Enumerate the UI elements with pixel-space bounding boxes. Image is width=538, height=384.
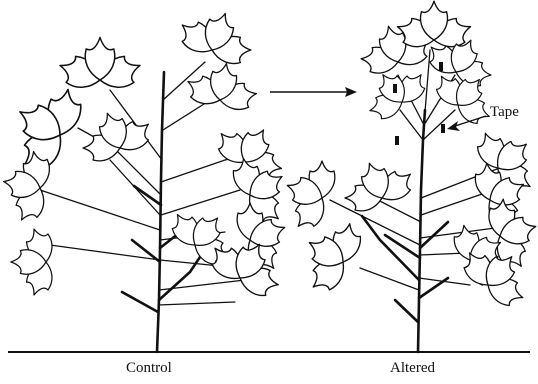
altered-leaves (274, 1, 538, 319)
control-label: Control (126, 360, 172, 377)
transition-arrow (270, 87, 357, 97)
altered-label: Altered (390, 360, 435, 377)
tape-label: Tape (490, 104, 519, 121)
altered-plant (274, 1, 538, 352)
control-plant (0, 0, 302, 352)
altered-main-stem (418, 110, 425, 352)
control-leaves (0, 0, 302, 310)
